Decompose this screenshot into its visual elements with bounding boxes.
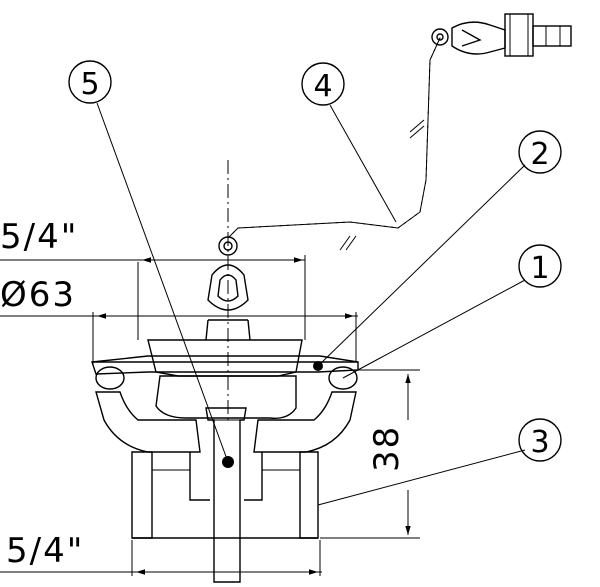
waste-body <box>95 391 357 539</box>
callout-2: 2 <box>518 130 562 174</box>
dim-thread-top-label: 5/4" <box>0 217 78 257</box>
callout-5: 5 <box>68 60 112 104</box>
dim-diameter <box>0 312 358 364</box>
callout-4-number: 4 <box>313 69 332 104</box>
callout-2-number: 2 <box>530 137 549 172</box>
seal-ring-left <box>95 366 125 390</box>
leader-lines <box>96 102 526 506</box>
callout-3: 3 <box>518 418 562 462</box>
dim-thread-bottom-label: 5/4" <box>6 531 84 571</box>
dim-height-label: 38 <box>367 425 407 472</box>
callout-4: 4 <box>301 62 345 106</box>
dim-height <box>320 369 420 539</box>
chain-wall-fitting <box>431 13 572 57</box>
seal-ring-right <box>328 366 358 390</box>
plug-eyelet <box>207 236 249 311</box>
chain <box>227 37 441 251</box>
callout-5-number: 5 <box>80 67 99 102</box>
callout-1: 1 <box>518 244 562 288</box>
dim-diameter-label: Ø63 <box>0 275 76 315</box>
plug-stem <box>205 407 247 583</box>
callout-1-number: 1 <box>530 251 549 286</box>
dim-thread-top <box>0 255 306 340</box>
plug <box>147 319 303 419</box>
callout-3-number: 3 <box>530 425 549 460</box>
dim-thread-bottom <box>0 540 322 576</box>
